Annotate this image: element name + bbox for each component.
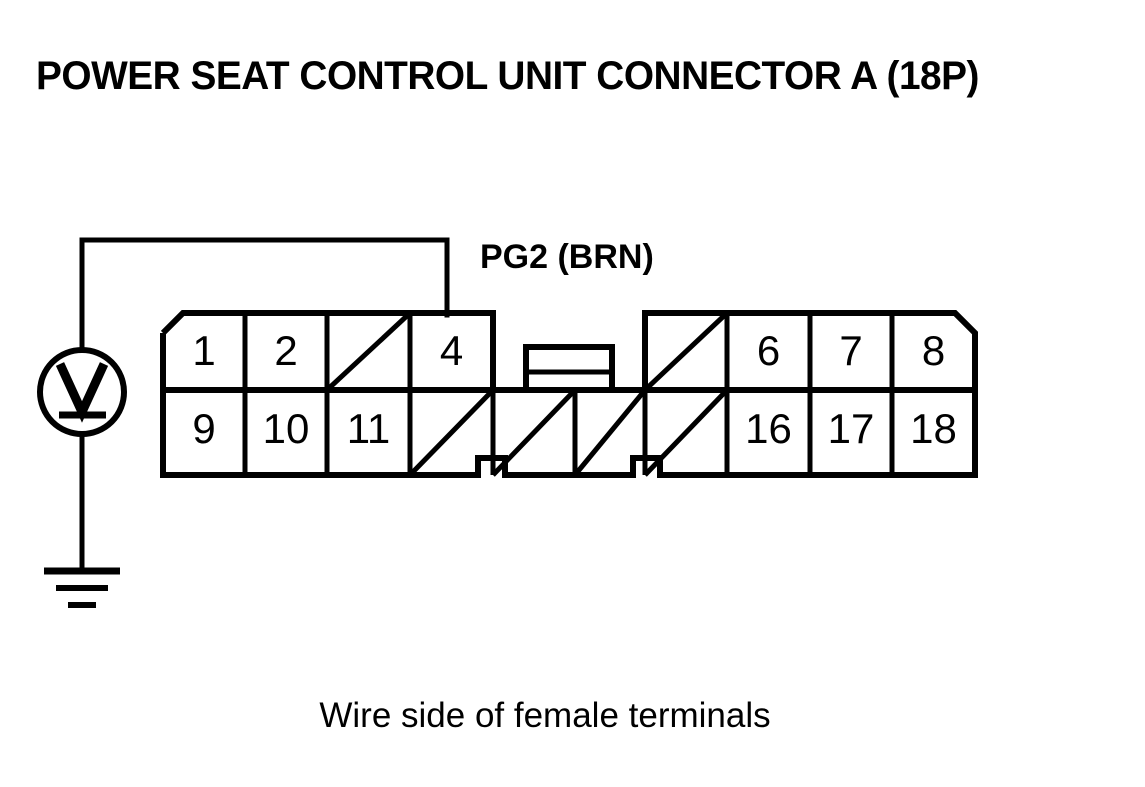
slash-bottom-15: [643, 388, 729, 477]
pin-label-6: 6: [756, 327, 781, 374]
slash-bottom-12: [408, 388, 495, 477]
pin-label-2: 2: [274, 327, 298, 374]
pin-label-8: 8: [921, 327, 946, 374]
unused-cavity-slashes: [325, 311, 729, 477]
pin-label-4: 4: [439, 327, 464, 374]
slash-bottom-13: [491, 388, 577, 477]
slash-top-5: [643, 311, 729, 392]
pin-label-9: 9: [192, 405, 216, 452]
figure-caption: Wire side of female terminals: [319, 696, 771, 735]
slash-top-3: [325, 311, 412, 392]
page-title: POWER SEAT CONTROL UNIT CONNECTOR A (18P…: [36, 54, 979, 98]
pin-label-1: 1: [192, 327, 216, 374]
pin-label-16: 16: [745, 405, 792, 452]
voltmeter-symbol: [37, 347, 127, 437]
test-lead-wiring: [79, 237, 450, 574]
pin-label-11: 11: [346, 405, 391, 452]
signal-label-pg2: PG2 (BRN): [480, 238, 654, 276]
connector-housing: [160, 310, 978, 478]
slash-bottom-14: [573, 388, 647, 477]
top-row-dividers: [242, 313, 895, 390]
ground-symbol: [44, 567, 120, 608]
locking-tab: [523, 344, 615, 390]
pin-label-7: 7: [839, 327, 863, 374]
pin-label-18: 18: [910, 405, 957, 452]
bottom-row-dividers: [242, 390, 895, 475]
pin-label-10: 10: [262, 405, 310, 452]
pin-label-17: 17: [827, 405, 875, 452]
